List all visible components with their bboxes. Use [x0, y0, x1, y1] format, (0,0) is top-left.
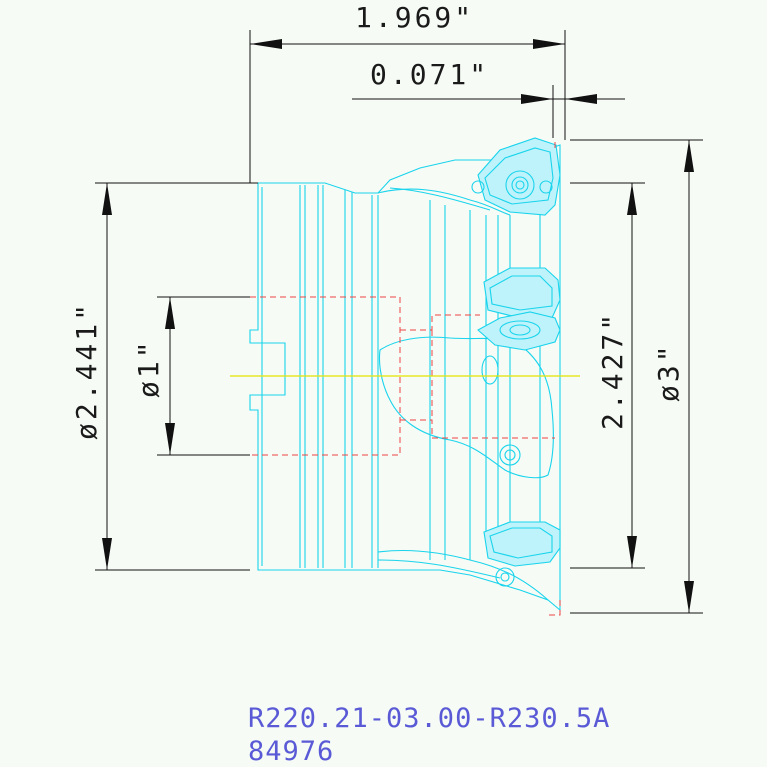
- insert-top: [471, 137, 561, 216]
- dimension-text: 1.969": [355, 1, 474, 34]
- part-number: 84976: [248, 736, 334, 767]
- dimension-overall-length: 1.969": [249, 1, 566, 184]
- dimension-cutting-diameter: ø3": [570, 139, 703, 614]
- dimension-bore-diameter: ø1": [132, 296, 250, 456]
- dimension-effective-width: 2.427": [570, 182, 645, 569]
- dimension-insert-protrusion: 0.071": [352, 58, 625, 138]
- dimension-text: ø3": [652, 342, 685, 402]
- dimension-text: 0.071": [370, 58, 489, 91]
- dimension-text: ø1": [132, 338, 165, 398]
- part-code: R220.21-03.00-R230.5A: [248, 703, 610, 734]
- insert-bottom: [483, 521, 561, 567]
- dimension-text: 2.427": [596, 311, 629, 430]
- dimension-body-diameter: ø2.441": [70, 182, 250, 571]
- insert-middle: [477, 267, 561, 351]
- hidden-lines: [250, 138, 561, 616]
- dimension-text: ø2.441": [70, 301, 103, 440]
